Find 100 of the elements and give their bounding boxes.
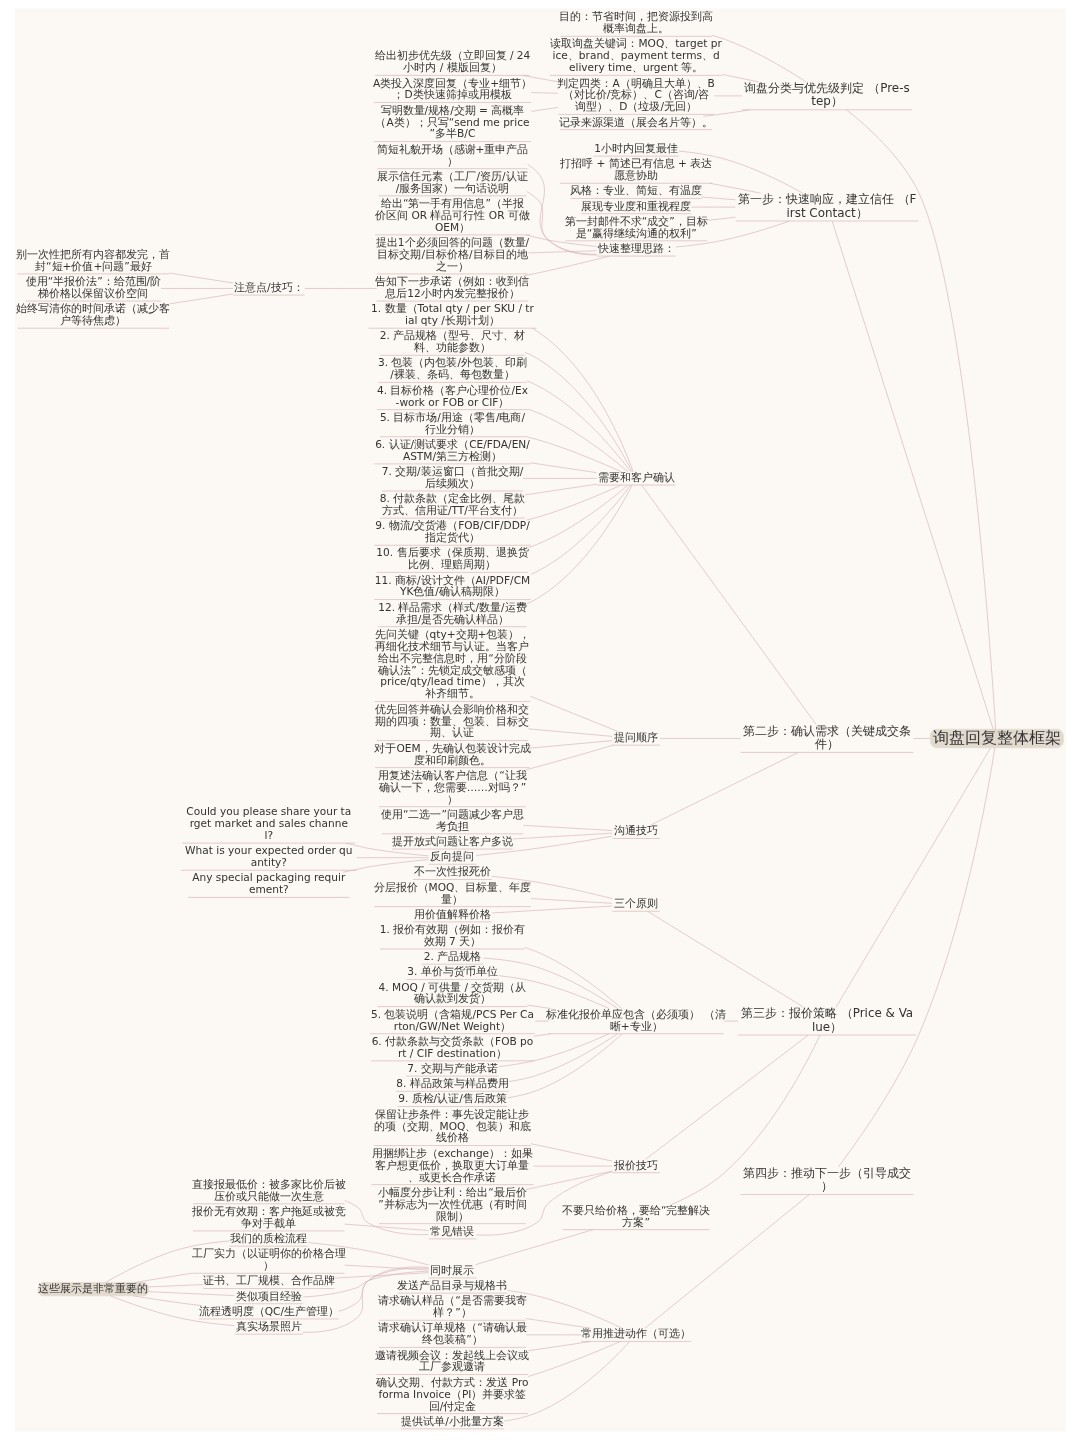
node-text: 第四步：推动下一步（引导成交） — [742, 1165, 911, 1194]
node-text: 给出“第一手有用信息”（半报价区间 OR 样品可行性 OR 可做OEM） — [374, 196, 530, 233]
node-text: 11. 商标/设计文件（AI/PDF/CMYK色值/确认稿期限） — [374, 573, 530, 598]
connector — [525, 1318, 591, 1329]
connector — [131, 1295, 203, 1307]
connector — [674, 220, 790, 248]
connector — [527, 728, 613, 737]
node-text: 使用“二选一”问题减少客户思考负担 — [380, 807, 524, 832]
node-text: 用复述法确认客户信息（“让我确认一下，您需要……对吗？”） — [377, 768, 527, 805]
node-text: 读取询盘关键词：MOQ、target price、brand、payment terms、delivery time、urgent 等。 — [549, 37, 722, 74]
connector — [104, 1240, 230, 1283]
connector — [525, 234, 597, 247]
node-text: 流程透明度（QC/生产管理） — [198, 1304, 339, 1317]
connector — [503, 1341, 630, 1422]
node-text: 7. 交期与产能承诺 — [406, 1061, 498, 1074]
connector — [343, 1223, 429, 1231]
connector — [644, 1194, 810, 1329]
connector — [160, 288, 233, 289]
node-text: 第二步：确认需求（关键成交条件） — [742, 723, 911, 752]
connector — [527, 408, 628, 473]
connector — [670, 1034, 820, 1205]
connector — [475, 1171, 613, 1236]
connector — [530, 92, 558, 94]
connector — [526, 1004, 551, 1009]
node-text: 别一次性把所有内容都发完，首封“短+价值+问题”最好 — [15, 247, 170, 272]
node-text: 常用推进动作（可选） — [580, 1327, 691, 1340]
node-text: 发送产品目录与规格书 — [396, 1279, 507, 1292]
node-text: 第三步：报价策略 （Price & Value） — [740, 1006, 913, 1034]
node-text: 判定四类：A（明确且大单）、B（对比价/竞标）、C（咨询/咨询型）、D（垃圾/无回） — [556, 76, 715, 113]
connector — [168, 293, 233, 305]
connector — [525, 380, 631, 472]
connector — [708, 182, 761, 194]
connector — [302, 1270, 429, 1298]
node-text: 9. 物流/交货港（FOB/CIF/DDP/指定货代） — [374, 519, 530, 544]
node-text: 真实场景照片 — [235, 1320, 302, 1333]
node-text: 目的：节省时间，把资源投到高概率询盘上。 — [558, 10, 713, 35]
node-text: 保留让步条件：事先设定能让步的项（交期、MOQ、包装）和底线价格 — [373, 1107, 531, 1144]
node-text: What is your expected order quantity? — [184, 844, 353, 869]
node-text: 优先回答并确认会影响价格和交期的四项：数量、包装、目标交期、认证 — [374, 702, 529, 739]
node-text: 记录来源渠道（展会名片等）。 — [558, 115, 713, 128]
node-text: 4. MOQ / 可供量 / 交货期（从确认款到发货） — [378, 980, 526, 1005]
connector — [835, 747, 991, 1008]
connector — [345, 842, 429, 857]
connector — [525, 744, 613, 771]
node-text: 小幅度分步让利：给出“最后价”并标志为一次性优惠（有时间限制） — [377, 1185, 527, 1222]
connector — [491, 875, 613, 899]
node-text: 三个原则 — [613, 897, 658, 910]
node-text: 第一封邮件不求“成交”，目标是“赢得继续沟通的权利” — [564, 214, 708, 239]
node-text: 展示信任元素（工厂/资历/认证/服务国家）一句话说明 — [376, 169, 528, 194]
node-text: 9. 质检/认证/售后政策 — [397, 1092, 507, 1105]
connector — [524, 947, 622, 1009]
node-text: 8. 样品政策与样品费用 — [395, 1077, 509, 1090]
connector — [659, 738, 741, 739]
node-text: 用捆绑让步（exchange）：如果客户想更低价，换取更大订单量、或更长合作承诺 — [371, 1146, 533, 1183]
node-text: 4. 目标价格（客户心理价位/Ex-work or FOB or CIF） — [376, 383, 528, 408]
node-text: 标准化报价单应包含（必须项） （清晰+专业） — [545, 1007, 726, 1032]
connector — [343, 1200, 429, 1235]
connector — [640, 484, 817, 725]
connector — [525, 1170, 613, 1190]
node-text: 给出初步优先级（立即回复 / 24小时内 / 模版回复） — [374, 49, 530, 74]
node-text: 快速整理思路： — [597, 241, 675, 254]
node-text: 展现专业度和重视程度 — [580, 199, 691, 212]
node-text: 1小时内回复最佳 — [593, 142, 678, 155]
connector — [533, 1033, 551, 1037]
connector — [711, 34, 806, 83]
connector — [506, 1290, 622, 1329]
connector — [512, 832, 613, 840]
node-text: 提开放式问题让客户多说 — [391, 834, 513, 847]
node-text: 报价无有效期：客户拖延或被竞争对手截单 — [191, 1204, 346, 1229]
node-text: 请求确认订单规格（“请确认最终包装稿”） — [377, 1321, 527, 1346]
connector — [845, 109, 996, 730]
connector — [530, 107, 558, 112]
node-box: 询盘回复整体框架 — [929, 728, 1064, 749]
node-text: 直接报最低价：被多家比价后被压价或只能做一次生意 — [191, 1177, 346, 1202]
connector — [525, 191, 597, 255]
connector — [147, 1291, 235, 1296]
node-text: 第一步：快速响应，建立信任 （First Contact） — [737, 192, 916, 220]
node-text: 6. 付款条款与交货条款（FOB port / CIF destination） — [371, 1034, 533, 1059]
connector — [303, 288, 377, 289]
connector — [530, 1143, 613, 1162]
connector — [646, 911, 804, 1008]
connector — [530, 898, 613, 904]
node-text: 12. 样品需求（样式/数量/运费承担/是否先确认样品） — [377, 600, 527, 625]
connector — [498, 975, 610, 1009]
node-text: Could you please share your target market and sales channel? — [185, 805, 351, 841]
node-text: 始终写清你的时间承诺（减少客户等待焦虑） — [15, 302, 170, 327]
node-text: 不要只给价格，要给“完整解决方案” — [561, 1203, 710, 1228]
connector — [522, 825, 613, 831]
node-text: 8. 付款条款（定金比例、尾款方式、信用证/TT/平台支付） — [379, 492, 525, 517]
node-text: 7. 交期/装运窗口（首批交期/后续频次） — [381, 464, 523, 489]
connector — [498, 1033, 610, 1067]
connector — [342, 859, 429, 873]
connector — [482, 957, 618, 1009]
connector — [529, 740, 613, 749]
node-text: 3. 单价与货币单位 — [406, 965, 498, 978]
node-text: 1. 数量（Total qty / per SKU / trial qty /长期计划） — [370, 302, 534, 327]
node-text: 1. 报价有效期（例如：报价有效期 7 天） — [379, 922, 525, 947]
node-text: 确认交期、付款方式：发送 Proforma Invoice（PI）并要求签回/付定金 — [375, 1375, 529, 1412]
connector — [644, 1034, 808, 1160]
connector — [702, 109, 750, 117]
